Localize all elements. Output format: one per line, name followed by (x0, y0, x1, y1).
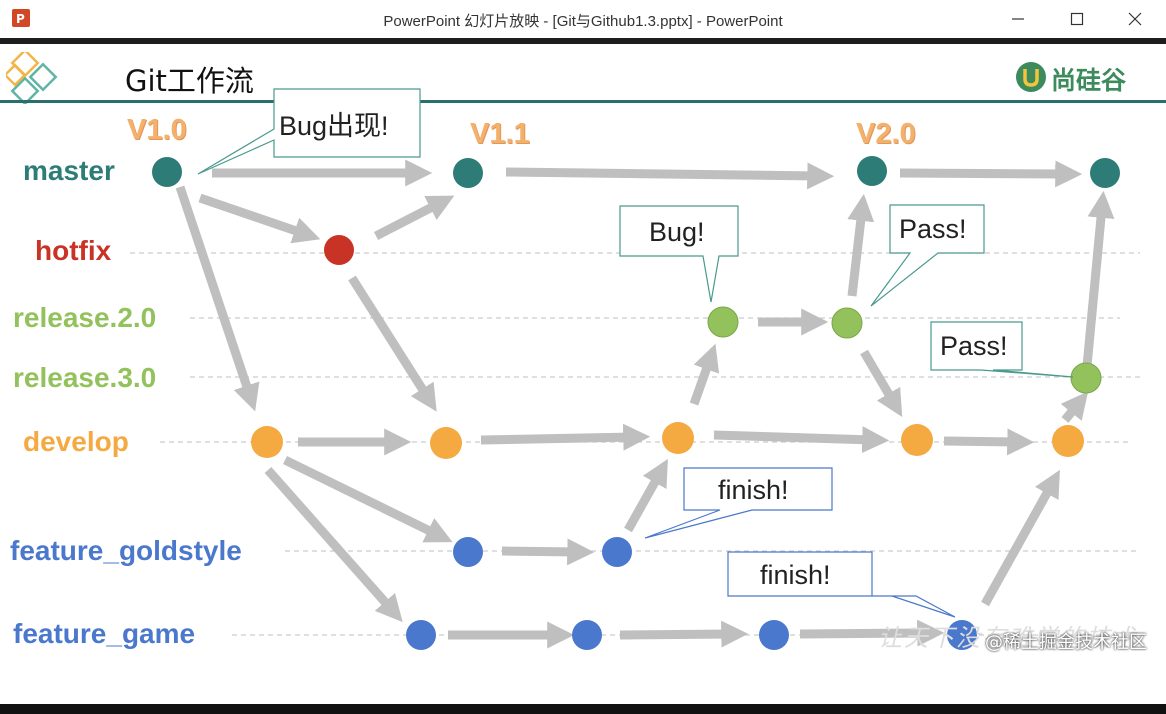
branch-label-release-2: release.2.0 (13, 302, 157, 333)
version-label-v1-1: V1.1 (470, 118, 530, 150)
logo-text: 尚硅谷 (1051, 66, 1127, 95)
decorative-squares-icon (6, 52, 58, 104)
window-frame-bottom (0, 704, 1166, 714)
callout-boxes (197, 88, 1074, 378)
close-button[interactable] (1112, 4, 1158, 34)
watermark-text: @稀土掘金技术社区 (985, 632, 1147, 653)
branch-label-develop: develop (23, 426, 129, 457)
branch-label-release-3: release.3.0 (13, 362, 157, 393)
callout-bug: Bug! (649, 217, 705, 247)
callout-finish-game: finish! (760, 560, 831, 590)
svg-text:P: P (16, 12, 25, 26)
callout-labels: Bug出现! Bug! Pass! Pass! finish! finish! (279, 111, 1008, 590)
logo-u-icon (1016, 62, 1046, 92)
branch-label-feature-game: feature_game (13, 618, 196, 649)
company-logo: 尚硅谷 (1015, 60, 1155, 95)
branch-label-master: master (23, 155, 115, 186)
commit-nodes (152, 156, 1120, 650)
finish-callouts (644, 467, 956, 618)
callout-finish-goldstyle: finish! (718, 475, 789, 505)
faint-watermark: 让天下没有难学的技术 (878, 624, 1138, 652)
minimize-button[interactable] (995, 4, 1041, 34)
window-titlebar: P PowerPoint 幻灯片放映 - [Git与Github1.3.pptx… (0, 0, 1166, 38)
window-frame-top (0, 38, 1166, 44)
minimize-icon (1012, 18, 1024, 20)
window-title: PowerPoint 幻灯片放映 - [Git与Github1.3.pptx] … (383, 13, 783, 30)
slide-canvas: Git工作流 尚硅谷 master hotfix release.2.0 rel… (0, 44, 1166, 704)
branch-label-hotfix: hotfix (35, 235, 112, 266)
maximize-button[interactable] (1054, 4, 1100, 34)
branch-label-feature-goldstyle: feature_goldstyle (10, 535, 242, 566)
slide-title: Git工作流 (125, 64, 254, 98)
powerpoint-icon: P (12, 9, 30, 27)
version-label-v1-0: V1.0 (127, 114, 187, 146)
callout-pass-release-3: Pass! (940, 331, 1008, 361)
callout-pass-release-2: Pass! (899, 214, 967, 244)
close-icon (1128, 12, 1142, 26)
maximize-icon (1070, 12, 1084, 26)
header-divider (0, 100, 1166, 103)
version-label-v2-0: V2.0 (856, 118, 916, 150)
callout-bug-appear: Bug出现! (279, 111, 389, 141)
commit-arrows (175, 159, 1115, 649)
